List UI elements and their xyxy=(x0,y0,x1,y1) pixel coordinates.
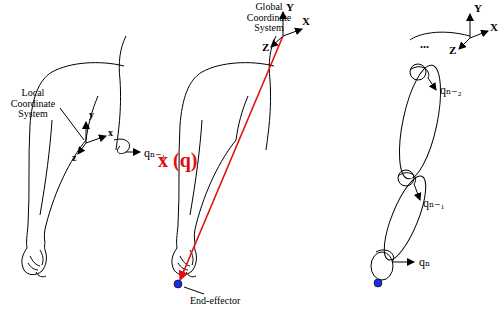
axis-label: X xyxy=(490,22,498,34)
axis-system-label: Local Coordinate System xyxy=(6,88,60,120)
global-axes xyxy=(459,14,488,49)
axis-label: Y xyxy=(474,3,482,15)
axis-label: y xyxy=(89,110,94,121)
local-axes xyxy=(60,108,106,154)
axis-label: x xyxy=(108,128,113,139)
rotation-arrow xyxy=(114,139,130,154)
axis-label: X xyxy=(302,16,310,28)
joint-label: qₙ₋₂ xyxy=(440,84,462,97)
link-chain xyxy=(371,32,470,280)
vector-label: x (q) xyxy=(158,150,197,171)
axis-label: Y xyxy=(286,2,294,14)
rotation-arrow xyxy=(126,152,140,153)
axis-label: Z xyxy=(449,45,456,57)
joint-label: qₙ₋₁ xyxy=(423,197,445,210)
leader-line xyxy=(184,287,204,294)
joint-label: qₙ xyxy=(419,256,430,269)
arm-outline xyxy=(22,36,126,277)
rotation-arrow xyxy=(376,67,436,262)
ellipsis: ... xyxy=(420,38,429,51)
axis-label: z xyxy=(72,153,76,164)
end-effector-label: End-effector xyxy=(190,296,240,307)
end-effector-dot xyxy=(374,279,382,287)
axis-label: Z xyxy=(262,42,269,54)
end-effector-dot xyxy=(174,280,182,288)
